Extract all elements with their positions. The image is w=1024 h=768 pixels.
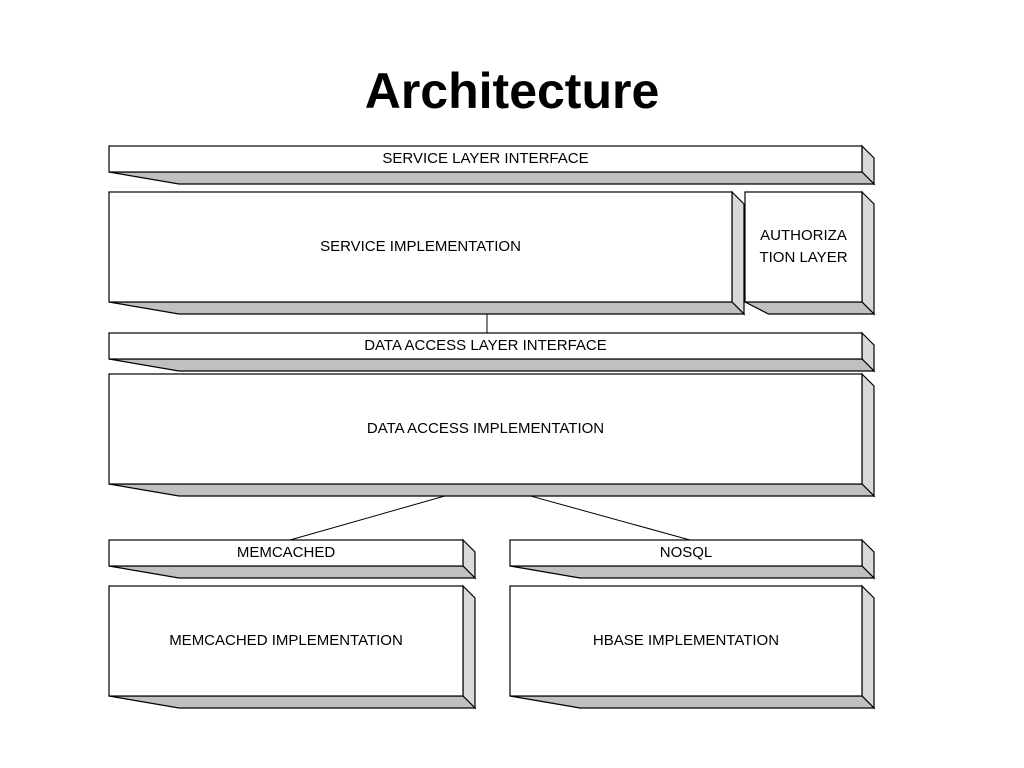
hbase-implementation-block-bottom bbox=[509, 695, 876, 709]
service-implementation-block-face bbox=[108, 191, 733, 303]
nosql-block: NOSQL bbox=[509, 538, 876, 580]
authorization-layer-block-label: TION LAYER bbox=[759, 249, 847, 266]
hbase-implementation-block-side bbox=[861, 584, 875, 710]
memcached-block-face bbox=[108, 539, 464, 567]
nosql-block-face bbox=[509, 539, 863, 567]
data-access-layer-interface-block: DATA ACCESS LAYER INTERFACE bbox=[108, 331, 876, 373]
nosql-block-bottom bbox=[509, 565, 876, 579]
data-access-layer-interface-block-bottom bbox=[108, 358, 876, 372]
data-access-layer-interface-block-label: DATA ACCESS LAYER INTERFACE bbox=[364, 337, 607, 354]
service-layer-interface-block-bottom bbox=[108, 171, 876, 185]
data-access-layer-interface-block-face bbox=[108, 332, 863, 360]
hbase-implementation-block: HBASE IMPLEMENTATION bbox=[509, 584, 876, 710]
authorization-layer-block-face bbox=[744, 191, 863, 303]
authorization-layer-block-side bbox=[861, 190, 875, 316]
data-access-implementation-block-face bbox=[108, 373, 863, 485]
authorization-layer-block-bottom bbox=[744, 301, 876, 315]
memcached-block: MEMCACHED bbox=[108, 538, 477, 580]
memcached-implementation-block-face bbox=[108, 585, 464, 697]
service-implementation-block-label: SERVICE IMPLEMENTATION bbox=[320, 238, 521, 255]
service-implementation-block-bottom bbox=[108, 301, 746, 315]
service-layer-interface-block-label: SERVICE LAYER INTERFACE bbox=[382, 150, 588, 167]
data-access-implementation-block-label: DATA ACCESS IMPLEMENTATION bbox=[367, 420, 604, 437]
hbase-implementation-block-label: HBASE IMPLEMENTATION bbox=[593, 632, 779, 649]
data-access-implementation-block: DATA ACCESS IMPLEMENTATION bbox=[108, 372, 876, 498]
hbase-implementation-block-face bbox=[509, 585, 863, 697]
service-layer-interface-block: SERVICE LAYER INTERFACE bbox=[108, 144, 876, 186]
service-layer-interface-block-face bbox=[108, 145, 863, 173]
data-access-implementation-block-bottom bbox=[108, 483, 876, 497]
data-access-implementation-block-side bbox=[861, 372, 875, 498]
nosql-block-label: NOSQL bbox=[660, 544, 713, 561]
authorization-layer-block: AUTHORIZA TION LAYER bbox=[744, 190, 876, 316]
memcached-block-bottom bbox=[108, 565, 477, 579]
service-implementation-block-side bbox=[731, 190, 745, 316]
memcached-implementation-block-label: MEMCACHED IMPLEMENTATION bbox=[169, 632, 403, 649]
authorization-layer-block-label: AUTHORIZA bbox=[760, 227, 847, 244]
memcached-implementation-block: MEMCACHED IMPLEMENTATION bbox=[108, 584, 477, 710]
memcached-implementation-block-side bbox=[462, 584, 476, 710]
memcached-block-label: MEMCACHED bbox=[237, 544, 336, 561]
memcached-implementation-block-bottom bbox=[108, 695, 477, 709]
slide-title: Architecture bbox=[364, 63, 660, 119]
service-implementation-block: SERVICE IMPLEMENTATION bbox=[108, 190, 746, 316]
